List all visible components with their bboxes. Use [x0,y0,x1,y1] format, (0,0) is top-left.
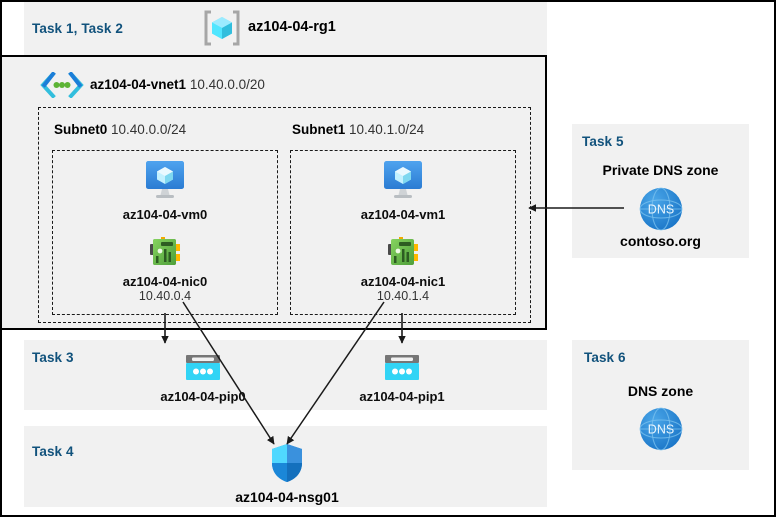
node-nsg01: az104-04-nsg01 [187,443,387,505]
task-label-task5: Task 5 [582,134,624,149]
subnet0-name: Subnet0 [54,122,108,137]
task3-panel [24,340,547,410]
resource-group-name: az104-04-rg1 [248,19,336,35]
network-interface-icon [105,235,225,272]
public-ip-address-icon [302,354,502,387]
node-dns-zone: DNS [572,407,749,451]
svg-text:DNS: DNS [647,203,673,217]
nic0-ip: 10.40.0.4 [138,289,192,303]
nic1-name: az104-04-nic1 [360,274,446,289]
vnet-name: az104-04-vnet1 [90,77,187,92]
task-label-task4: Task 4 [32,444,74,459]
network-interface-icon [343,235,463,272]
vnet-header: az104-04-vnet1 10.40.0.0/20 [90,77,265,92]
dns-zone-icon: DNS [638,407,683,451]
virtual-machine-icon [343,160,463,205]
svg-text:DNS: DNS [647,423,673,437]
subnets-outer-dashed [38,107,531,323]
node-pip0: az104-04-pip0 [103,354,303,404]
resource-group-icon [202,9,242,47]
subnet0-cidr: 10.40.0.0/24 [111,122,187,137]
virtual-machine-icon [105,160,225,205]
network-security-group-shield-icon [187,443,387,488]
node-pip1: az104-04-pip1 [302,354,502,404]
nsg01-name: az104-04-nsg01 [235,489,339,505]
vnet-cidr: 10.40.0.0/20 [189,77,265,92]
virtual-network-icon [40,71,84,99]
task1-task2-panel [24,2,547,55]
subnet1-header: Subnet1 10.40.1.0/24 [292,122,424,137]
pip1-name: az104-04-pip1 [359,389,445,404]
subnet1-cidr: 10.40.1.0/24 [349,122,425,137]
task-label-task3: Task 3 [32,350,74,365]
task-label-task1-task2: Task 1, Task 2 [32,21,123,36]
node-vm1: az104-04-vm1 [343,160,463,222]
subnet1-dashed [290,150,516,315]
task-label-task6: Task 6 [584,350,626,365]
nic0-name: az104-04-nic0 [122,274,208,289]
nic1-ip: 10.40.1.4 [376,289,430,303]
node-private-dns-zone: DNS contoso.org [572,187,749,249]
pip0-name: az104-04-pip0 [160,389,246,404]
dns-zone-icon: DNS [638,187,683,231]
task6-heading: DNS zone [627,383,694,399]
subnet1-name: Subnet1 [292,122,346,137]
subnet0-header: Subnet0 10.40.0.0/24 [54,122,186,137]
private-dns-zone-name: contoso.org [620,233,701,249]
vm0-name: az104-04-vm0 [122,207,208,222]
node-nic0: az104-04-nic0 10.40.0.4 [105,235,225,304]
vm1-name: az104-04-vm1 [360,207,446,222]
node-nic1: az104-04-nic1 10.40.1.4 [343,235,463,304]
node-vm0: az104-04-vm0 [105,160,225,222]
task5-heading: Private DNS zone [602,162,719,178]
public-ip-address-icon [103,354,303,387]
